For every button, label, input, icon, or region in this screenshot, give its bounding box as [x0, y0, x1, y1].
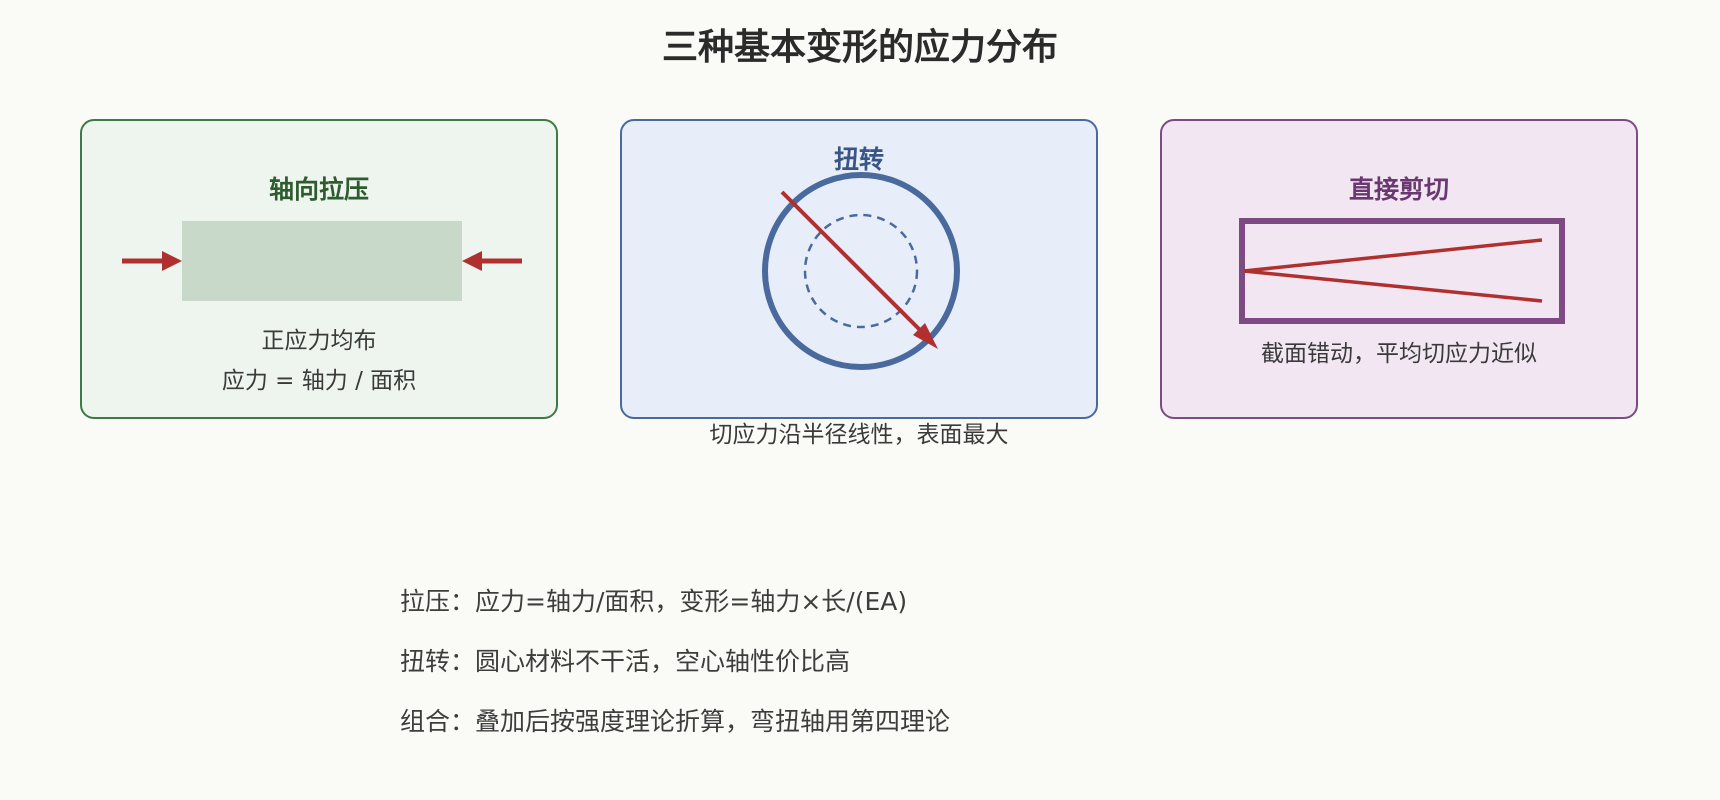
torsion-heading: 扭转 [833, 145, 884, 174]
torsion-caption: 切应力沿半径线性，表面最大 [709, 422, 1009, 448]
axial-panel: 轴向拉压 正应力均布 应力 = 轴力 / 面积 [80, 119, 558, 419]
force-arrow-left-icon [462, 251, 522, 271]
shaft-outer-circle [762, 172, 960, 370]
shear-distribution-lines [1243, 238, 1543, 303]
axial-heading: 轴向拉压 [268, 175, 369, 204]
note-torsion: 扭转：圆心材料不干活，空心轴性价比高 [400, 647, 851, 676]
axial-text-1: 正应力均布 [261, 328, 377, 354]
torque-arrow-icon [780, 190, 938, 349]
axial-text-2: 应力 = 轴力 / 面积 [221, 368, 417, 394]
shear-section-rect [1239, 218, 1565, 324]
torsion-diagram [762, 172, 960, 370]
shaft-inner-dashed-circle [803, 213, 919, 329]
notes-list: 拉压：应力=轴力/面积，变形=轴力×长/(EA) 扭转：圆心材料不干活，空心轴性… [400, 572, 950, 752]
torsion-panel: 扭转 [620, 119, 1098, 419]
note-axial: 拉压：应力=轴力/面积，变形=轴力×长/(EA) [400, 587, 908, 616]
shear-heading: 直接剪切 [1348, 175, 1449, 204]
shear-panel: 直接剪切 截面错动，平均切应力近似 [1160, 119, 1638, 419]
shear-diagram [1239, 218, 1565, 324]
force-arrow-right-icon [122, 251, 182, 271]
note-combined: 组合：叠加后按强度理论折算，弯扭轴用第四理论 [400, 707, 951, 736]
page-title: 三种基本变形的应力分布 [661, 27, 1058, 68]
shear-caption: 截面错动，平均切应力近似 [1261, 341, 1537, 367]
axial-diagram [122, 221, 522, 301]
axial-bar [182, 221, 462, 301]
